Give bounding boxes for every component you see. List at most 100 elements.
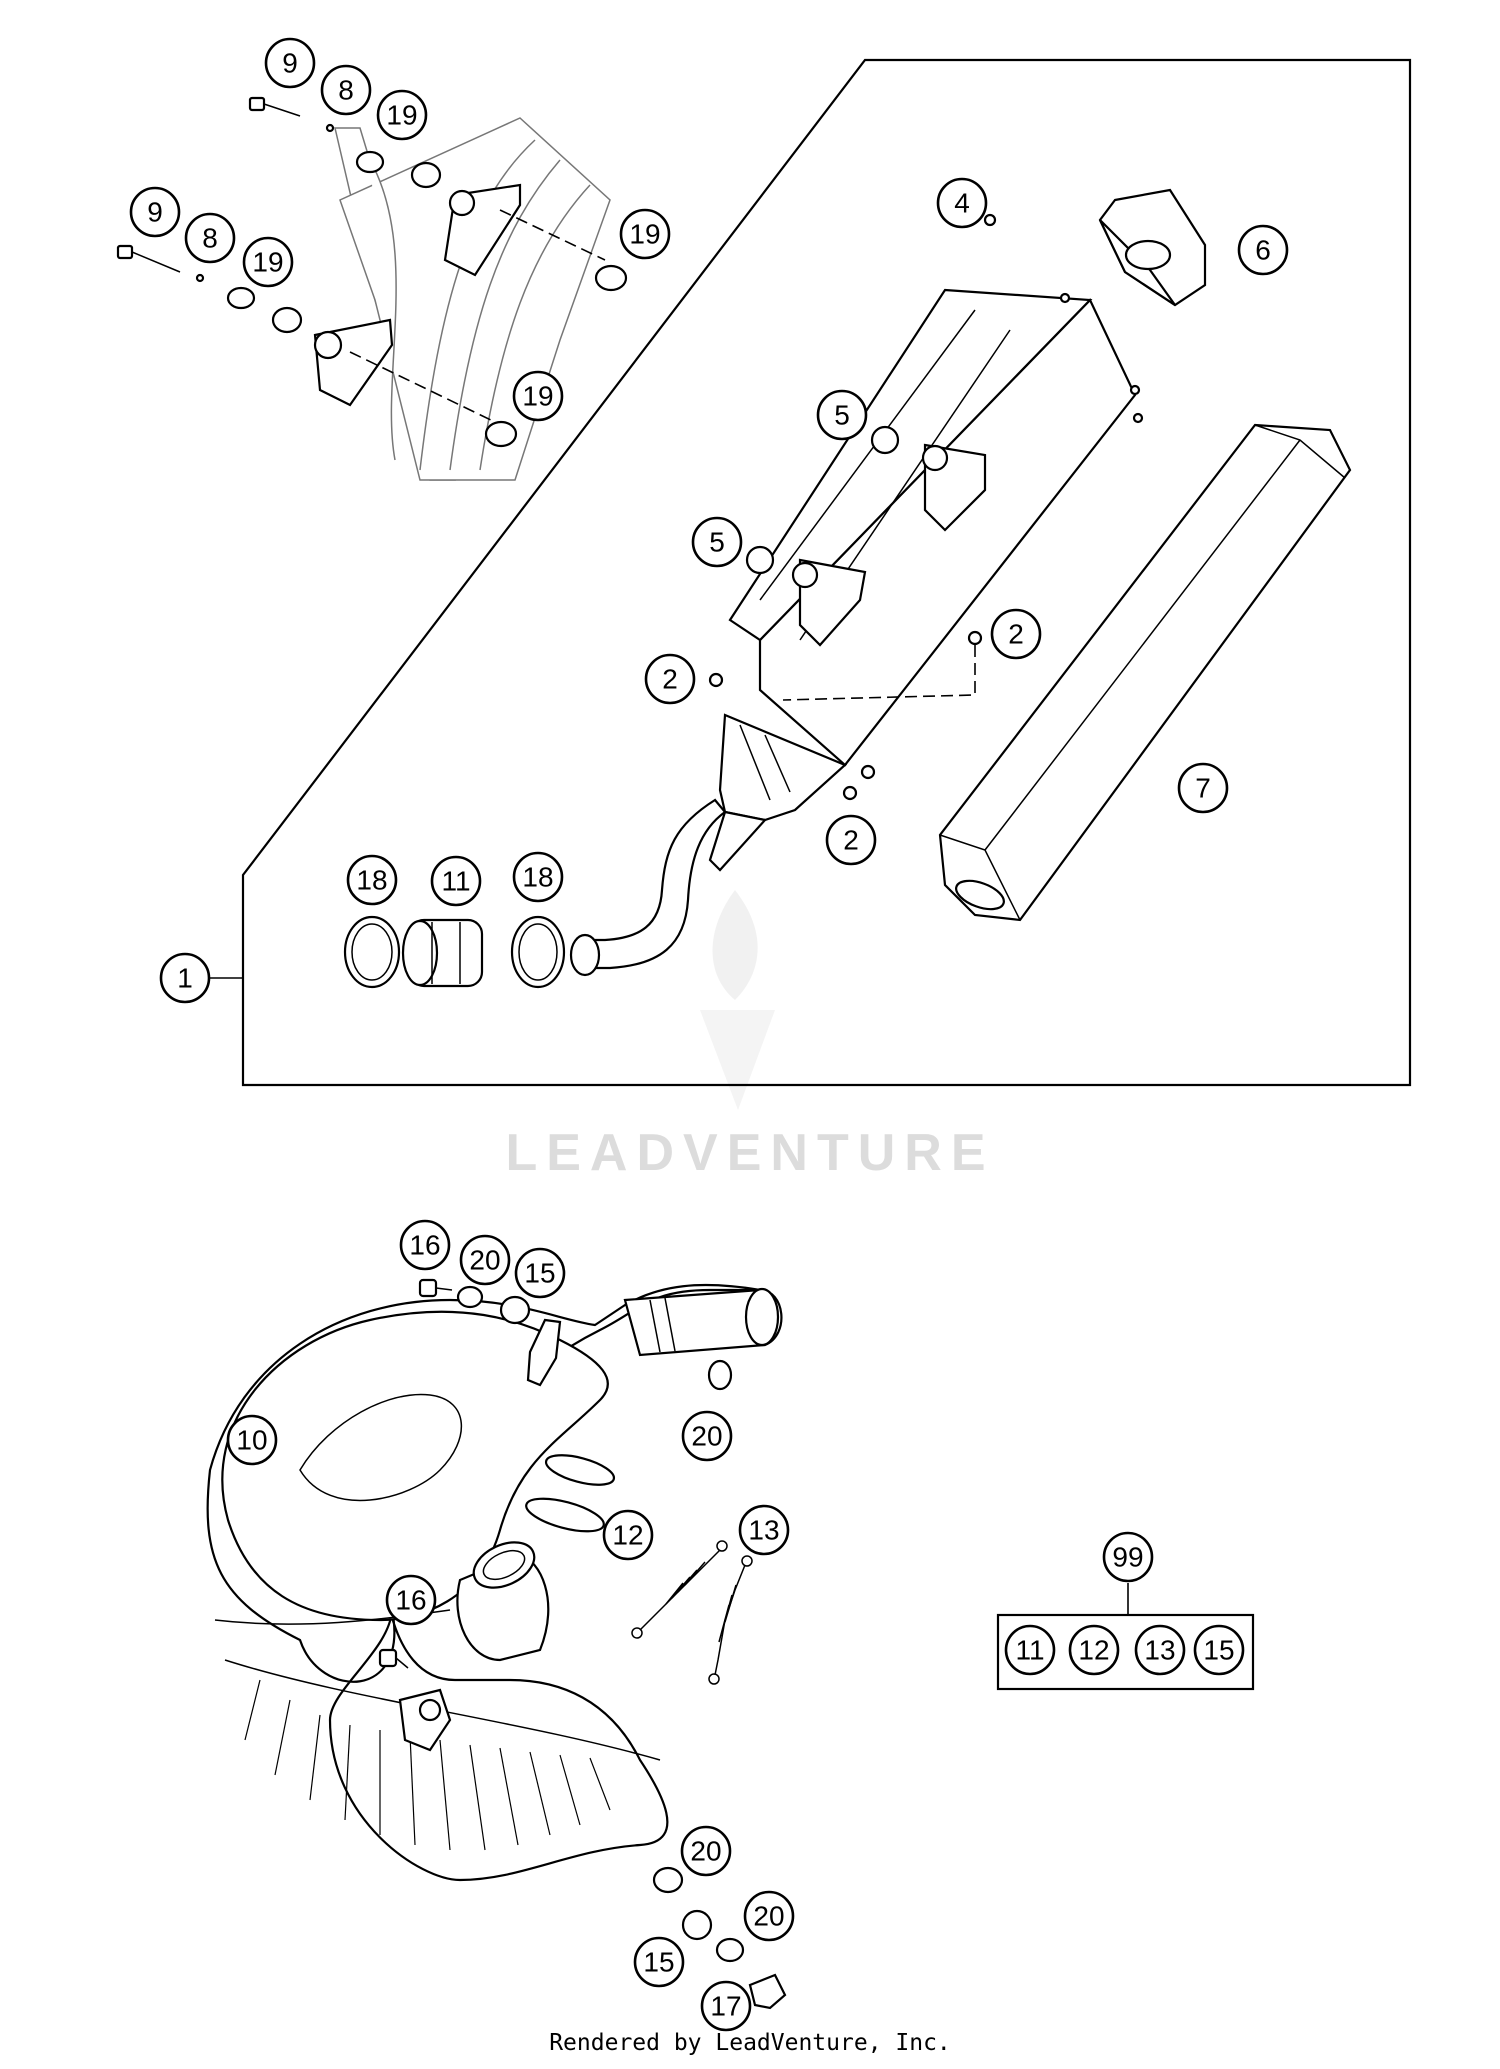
- grommet-5-upper: [870, 425, 900, 455]
- svg-text:13: 13: [1144, 1635, 1175, 1666]
- callout-99: 99: [1102, 1531, 1154, 1583]
- sleeve-11: [401, 918, 484, 988]
- callout-10: 10: [226, 1414, 278, 1466]
- o-ring-12-b: [525, 1497, 605, 1533]
- svg-text:1: 1: [177, 963, 193, 994]
- callout-15-upper: 15: [514, 1247, 566, 1299]
- callout-19-upper-b: 19: [619, 208, 671, 260]
- svg-text:18: 18: [356, 865, 387, 896]
- washer-8-upper: [325, 123, 335, 133]
- callout-12: 12: [602, 1509, 654, 1561]
- bracket-tab-lower: [313, 318, 394, 407]
- callout-19-lower-a: 19: [242, 236, 294, 288]
- svg-text:6: 6: [1255, 235, 1271, 266]
- callout-19-lower-b: 19: [512, 370, 564, 422]
- bushing-19-lower-b: [484, 420, 518, 448]
- callout-5-upper: 5: [816, 389, 868, 441]
- kit-item-11: 11: [1004, 1624, 1056, 1676]
- muffler-kit-frame: [241, 58, 1412, 1087]
- screw-9-lower: [116, 244, 181, 273]
- kit-99-box: [996, 1613, 1255, 1691]
- footer-credit: Rendered by LeadVenture, Inc.: [549, 2030, 951, 2056]
- kit-item-15: 15: [1193, 1624, 1245, 1676]
- svg-text:18: 18: [522, 862, 553, 893]
- callout-16-upper: 16: [399, 1219, 451, 1271]
- svg-text:19: 19: [252, 247, 283, 278]
- screw-end-a: [1129, 384, 1141, 396]
- svg-text:12: 12: [1078, 1635, 1109, 1666]
- callout-17: 17: [700, 1980, 752, 2032]
- svg-text:17: 17: [710, 1991, 741, 2022]
- muffler-inlet-pipe: [576, 798, 727, 970]
- screw-9-upper: [248, 96, 301, 117]
- callout-20-right: 20: [681, 1410, 733, 1462]
- svg-text:9: 9: [282, 48, 298, 79]
- callout-9-lower: 9: [129, 186, 181, 238]
- washer-20-right: [707, 1359, 733, 1391]
- screw-4b: [1059, 292, 1071, 304]
- grommet-15-lower: [681, 1909, 713, 1941]
- svg-text:19: 19: [386, 100, 417, 131]
- silencer-sleeve: [938, 423, 1352, 922]
- grommet-15-upper: [499, 1295, 531, 1325]
- inlet-pipe-end: [569, 933, 601, 977]
- screw-2-left: [708, 672, 724, 688]
- spring-13-b: [708, 1555, 753, 1685]
- callout-20-lower-a: 20: [680, 1825, 732, 1877]
- callout-2-right: 2: [990, 608, 1042, 660]
- callout-8-lower: 8: [184, 212, 236, 264]
- svg-text:12: 12: [612, 1520, 643, 1551]
- callout-8-upper: 8: [320, 64, 372, 116]
- svg-text:16: 16: [395, 1585, 426, 1616]
- seal-18-left: [343, 915, 401, 989]
- svg-text:15: 15: [524, 1258, 555, 1289]
- washer-20-lower-a: [652, 1866, 684, 1894]
- washer-20-lower-b: [715, 1937, 745, 1963]
- callout-7: 7: [1177, 762, 1229, 814]
- callout-19-upper-a: 19: [376, 89, 428, 141]
- dash-lower: [349, 351, 496, 423]
- washer-8-lower: [195, 273, 205, 283]
- svg-text:20: 20: [690, 1836, 721, 1867]
- bushing-19-lower-a: [226, 286, 256, 310]
- svg-text:8: 8: [202, 223, 218, 254]
- svg-text:5: 5: [709, 527, 725, 558]
- svg-text:15: 15: [643, 1947, 674, 1978]
- callout-20-lower-b: 20: [743, 1890, 795, 1942]
- svg-text:2: 2: [662, 664, 678, 695]
- rivet-2-right: [967, 630, 983, 646]
- grommet-5-lower: [745, 545, 775, 575]
- callout-16-lower: 16: [385, 1574, 437, 1626]
- screw-16-lower: [378, 1648, 409, 1669]
- header-pipe: [206, 1283, 783, 1882]
- screw-2-bottom-b: [842, 785, 858, 801]
- svg-text:13: 13: [748, 1515, 779, 1546]
- screw-16-upper: [418, 1278, 453, 1298]
- seal-18-right-inner: [518, 923, 558, 981]
- svg-text:20: 20: [469, 1245, 500, 1276]
- spacer-lower: [271, 306, 303, 334]
- svg-text:20: 20: [753, 1901, 784, 1932]
- watermark-text: LEADVENTURE: [505, 1124, 994, 1182]
- svg-text:4: 4: [954, 188, 970, 219]
- end-cap: [1098, 188, 1207, 307]
- bushing-19-upper-b: [594, 264, 628, 292]
- svg-text:19: 19: [522, 381, 553, 412]
- svg-text:2: 2: [1008, 619, 1024, 650]
- seal-18-right: [510, 915, 566, 989]
- callout-2-left: 2: [644, 653, 696, 705]
- svg-text:5: 5: [834, 400, 850, 431]
- callout-18-right: 18: [512, 851, 564, 903]
- seal-18-left-inner: [351, 923, 393, 981]
- callout-18-left: 18: [346, 854, 398, 906]
- svg-text:8: 8: [338, 75, 354, 106]
- svg-text:11: 11: [441, 866, 470, 897]
- o-ring-12-a: [544, 1454, 616, 1486]
- washer-20-upper: [456, 1285, 484, 1309]
- kit-item-13: 13: [1134, 1624, 1186, 1676]
- svg-text:7: 7: [1195, 773, 1211, 804]
- svg-text:99: 99: [1112, 1542, 1143, 1573]
- watermark-logo: [700, 890, 775, 1110]
- dash-upper: [499, 209, 606, 261]
